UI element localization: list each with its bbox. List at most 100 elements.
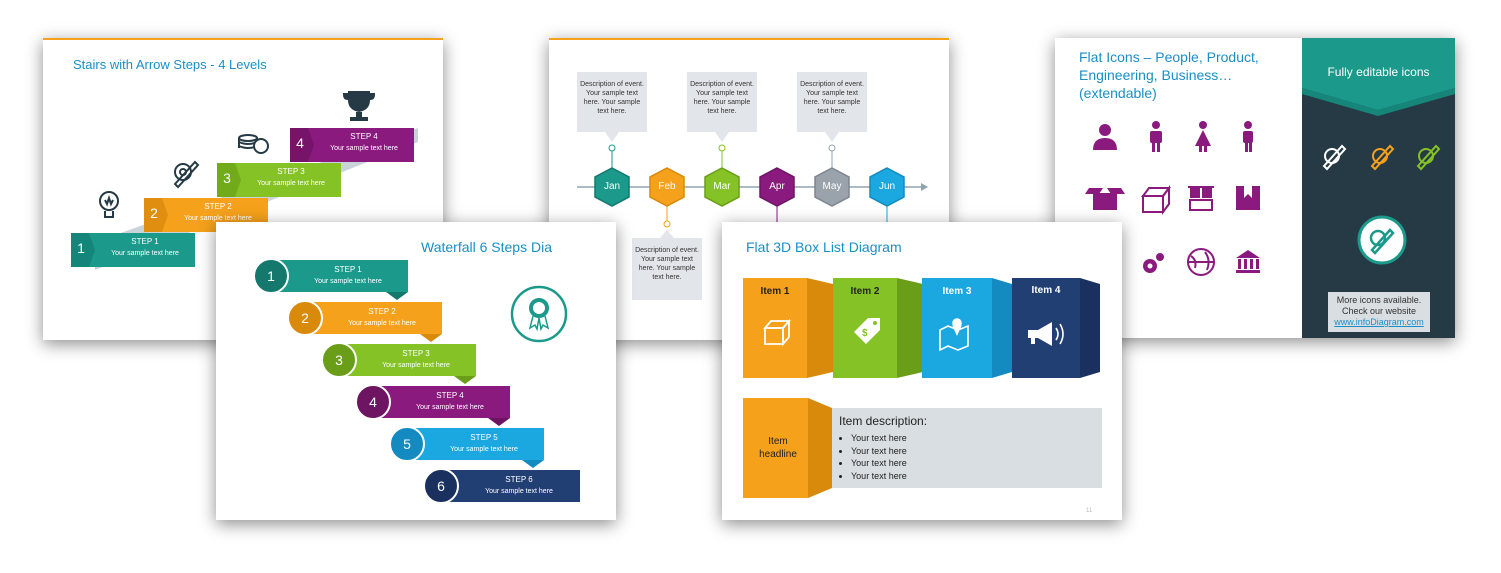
- month-may: May: [822, 181, 842, 192]
- slide-3d-box: Flat 3D Box List Diagram $ Item 1 Item 2…: [722, 222, 1122, 520]
- gear-pencil-icon: [1370, 144, 1395, 171]
- month-apr: Apr: [769, 181, 785, 192]
- hex-feb: [649, 167, 685, 207]
- slide-title: Waterfall 6 Steps Dia: [421, 239, 552, 255]
- item-headline: Item headline: [759, 436, 797, 460]
- hex-may: [814, 167, 850, 207]
- gear-pencil-icon: [1322, 144, 1347, 171]
- waterfall-step-6: [438, 470, 580, 502]
- slide-title: Stairs with Arrow Steps - 4 Levels: [73, 57, 267, 72]
- waterfall-step-3: [336, 344, 476, 376]
- stair-text-4: Your sample text here: [330, 145, 398, 152]
- website-link[interactable]: www.infoDiagram.com: [1334, 317, 1424, 327]
- more-icons-text: More icons available. Check our website: [1336, 295, 1422, 316]
- hex-jan: [594, 167, 630, 207]
- waterfall-num-1: 1: [267, 268, 275, 284]
- description-bullets: Your text here Your text here Your text …: [836, 432, 907, 482]
- event-bubble-mar: Description of event. Your sample text h…: [687, 72, 757, 132]
- event-bubble-feb: Description of event. Your sample text h…: [632, 238, 702, 300]
- waterfall-text-6: Your sample text here: [485, 488, 553, 495]
- more-icons-box: More icons available. Check our website …: [1328, 292, 1430, 332]
- hex-apr: [759, 167, 795, 207]
- waterfall-text-3: Your sample text here: [382, 362, 450, 369]
- open-box-icon: [1085, 188, 1125, 210]
- waterfall-text-5: Your sample text here: [450, 446, 518, 453]
- month-mar: Mar: [713, 181, 731, 192]
- stair-text-1: Your sample text here: [111, 250, 179, 257]
- waterfall-num-3: 3: [335, 352, 343, 368]
- stair-num-4: 4: [296, 135, 304, 151]
- waterfall-graphic: [253, 258, 580, 504]
- waterfall-num-4: 4: [369, 394, 377, 410]
- box3d-graphic: $: [743, 278, 1102, 498]
- waterfall-label-5: STEP 5: [470, 433, 498, 442]
- waterfall-step-2: [302, 302, 442, 334]
- waterfall-label-4: STEP 4: [436, 391, 464, 400]
- stair-label-2: STEP 2: [204, 202, 232, 211]
- trophy-icon: [343, 91, 375, 121]
- panel-banner: [1302, 38, 1455, 110]
- gears-icon: [1143, 253, 1164, 273]
- gear-pencil-icon: [1416, 144, 1441, 171]
- box-icon: [1141, 185, 1171, 215]
- editable-panel: Fully editable icons More icons availabl…: [1302, 38, 1455, 338]
- megaphone-icon: [1028, 322, 1064, 346]
- gear-pencil-icon: [1369, 228, 1395, 255]
- slide-waterfall: Waterfall 6 Steps Dia 1 STEP 1 Your samp: [216, 222, 616, 520]
- slide-stairs: Stairs with Arrow Steps - 4 Levels 1 STE…: [43, 38, 443, 340]
- person-icon: [1093, 124, 1117, 150]
- waterfall-label-1: STEP 1: [334, 265, 362, 274]
- bullet-item: Your text here: [851, 457, 907, 470]
- woman-icon: [1195, 121, 1211, 152]
- stair-num-1: 1: [77, 240, 85, 256]
- item-label-1: Item 1: [760, 286, 790, 297]
- event-bubble-may: Description of event. Your sample text h…: [797, 72, 867, 132]
- event-bubble-jan: Description of event. Your sample text h…: [577, 72, 647, 132]
- month-feb: Feb: [658, 181, 676, 192]
- stair-label-4: STEP 4: [350, 132, 378, 141]
- waterfall-text-1: Your sample text here: [314, 278, 382, 285]
- icon-grid: [1085, 121, 1260, 276]
- item-label-3: Item 3: [942, 286, 972, 297]
- waterfall-text-2: Your sample text here: [348, 320, 416, 327]
- box-icon: [763, 318, 791, 347]
- bullet-item: Your text here: [851, 445, 907, 458]
- waterfall-num-2: 2: [301, 310, 309, 326]
- page-number: 11: [1086, 508, 1093, 514]
- coins-icon: [238, 134, 269, 154]
- businessman-icon: [1243, 121, 1253, 152]
- stair-text-2: Your sample text here: [184, 215, 252, 222]
- month-jan: Jan: [603, 181, 621, 192]
- slide-title: Flat 3D Box List Diagram: [746, 239, 902, 255]
- waterfall-step-1: [268, 260, 408, 292]
- globe-icon: [1187, 248, 1215, 276]
- hex-mar: [704, 167, 740, 207]
- price-tag-icon: $: [854, 318, 880, 344]
- waterfall-num-6: 6: [437, 478, 445, 494]
- item-label-4: Item 4: [1031, 285, 1061, 296]
- map-pin-icon: [939, 318, 969, 352]
- stair-text-3: Your sample text here: [257, 180, 325, 187]
- description-box: [832, 408, 1102, 488]
- badge-icon: [510, 285, 568, 343]
- waterfall-num-5: 5: [403, 436, 411, 452]
- stair-num-2: 2: [150, 205, 158, 221]
- stair-label-3: STEP 3: [277, 167, 305, 176]
- timeline-arrow: [921, 183, 928, 191]
- waterfall-step-5: [404, 428, 544, 460]
- waterfall-label-6: STEP 6: [505, 475, 533, 484]
- bullet-item: Your text here: [851, 470, 907, 483]
- stair-label-1: STEP 1: [131, 237, 159, 246]
- waterfall-label-3: STEP 3: [402, 349, 430, 358]
- man-icon: [1150, 121, 1162, 152]
- timeline-graphic: [577, 132, 928, 238]
- pallet-icon: [1188, 186, 1214, 211]
- waterfall-text-4: Your sample text here: [416, 404, 484, 411]
- bookmark-box-icon: [1236, 186, 1260, 210]
- bank-icon: [1236, 250, 1260, 273]
- waterfall-step-4: [370, 386, 510, 418]
- month-jun: Jun: [878, 181, 896, 192]
- gear-pencil-icon: [173, 160, 200, 189]
- stair-num-3: 3: [223, 170, 231, 186]
- waterfall-label-2: STEP 2: [368, 307, 396, 316]
